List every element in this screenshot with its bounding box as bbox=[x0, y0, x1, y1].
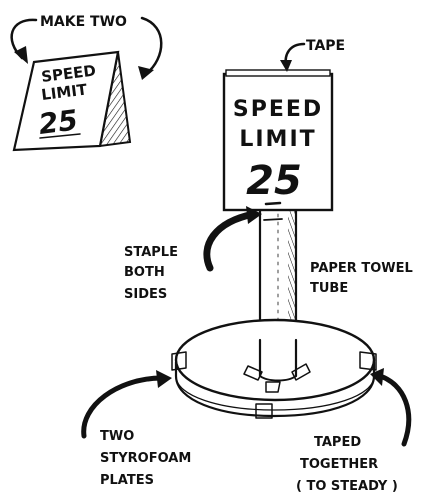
sign-limit-text: LIMIT bbox=[239, 127, 316, 152]
taped-label-line2: TOGETHER bbox=[300, 457, 378, 472]
tape-label: TAPE bbox=[306, 38, 345, 54]
staple-arrow bbox=[207, 214, 254, 268]
tape-callout: TAPE bbox=[280, 38, 345, 72]
sign-number-text: 25 bbox=[246, 158, 302, 204]
plates-label-line2: STYROFOAM bbox=[100, 451, 191, 466]
plates-label-line1: TWO bbox=[100, 429, 134, 444]
plates-callout: TWO STYROFOAM PLATES bbox=[84, 370, 192, 488]
folded-card-illustration: SPEED LIMIT 25 bbox=[14, 52, 130, 150]
taped-arrow bbox=[380, 376, 409, 444]
sign-speed-text: SPEED bbox=[233, 97, 323, 122]
staple-label-line3: SIDES bbox=[124, 287, 167, 302]
make-two-label: MAKE TWO bbox=[40, 14, 127, 30]
plates-arrow bbox=[84, 378, 162, 436]
staple-label-line1: STAPLE bbox=[124, 245, 178, 260]
sign-tape-strip bbox=[226, 70, 330, 76]
tube-label-line2: TUBE bbox=[310, 281, 348, 296]
tube-label-line1: PAPER TOWEL bbox=[310, 261, 413, 276]
arrowhead-icon bbox=[156, 370, 172, 388]
staple-label-line2: BOTH bbox=[124, 265, 165, 280]
plates-label-line3: PLATES bbox=[100, 473, 154, 488]
styrofoam-plates bbox=[172, 320, 376, 418]
tube-callout: PAPER TOWEL TUBE bbox=[310, 261, 413, 296]
staple-callout: STAPLE BOTH SIDES bbox=[124, 206, 262, 302]
taped-label-line1: TAPED bbox=[314, 435, 361, 450]
taped-label-line3: ( TO STEADY ) bbox=[296, 479, 398, 494]
make-two-right-arrow bbox=[142, 18, 161, 74]
